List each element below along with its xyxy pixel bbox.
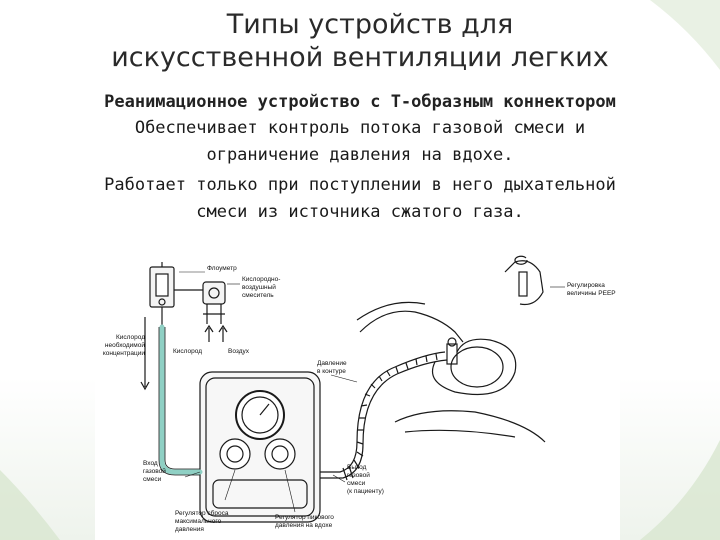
label-pip-1: Регулятор пикового [275, 514, 334, 521]
description-line-3: Работает только при поступлении в него д… [104, 175, 616, 195]
label-oxygen-needed-3: концентрации [102, 350, 145, 357]
device-subtitle: Реанимационное устройство с Т-образным к… [104, 92, 616, 112]
label-gas-inlet-3: смеси [143, 476, 162, 483]
label-gas-inlet-1: Вход [143, 460, 158, 467]
label-gas-outlet-1: Выход [347, 464, 367, 471]
label-mixer-1: Кислородно- [242, 276, 281, 283]
label-oxygen-needed-1: Кислород [115, 334, 145, 341]
label-circuit-pressure-2: в контуре [317, 368, 346, 375]
label-max-pressure-2: максимального [175, 518, 222, 525]
label-mixer-2: воздушный [242, 284, 276, 291]
label-flowmeter: Флоуметр [207, 265, 237, 272]
label-peep-1: Регулировка [567, 282, 605, 289]
description-line-1: Обеспечивает контроль потока газовой сме… [134, 118, 586, 138]
label-max-pressure-3: давления [175, 526, 204, 533]
description-line-2: ограничение давления на вдохе. [206, 145, 514, 165]
label-gas-outlet-4: (к пациенту) [347, 488, 384, 495]
diagram-drawing [140, 255, 565, 523]
label-circuit-pressure-1: Давление [317, 360, 347, 367]
label-oxygen-needed-2: необходимой [104, 342, 145, 349]
label-gas-outlet-2: газовой [347, 472, 370, 479]
t-piece-resuscitator-diagram: Флоуметр Кислородно- воздушный смеситель… [95, 232, 620, 540]
label-gas-outlet-3: смеси [347, 480, 366, 487]
label-gas-inlet-2: газовой [143, 468, 166, 475]
slide-title-line-2: искусственной вентиляции легких [111, 42, 609, 73]
description-line-4: смеси из источника сжатого газа. [196, 202, 524, 222]
slide-title-line-1: Типы устройств для [226, 9, 514, 40]
label-peep-2: величины PEEP [567, 290, 616, 297]
label-max-pressure-1: Регулятор сброса [175, 510, 229, 517]
label-air: Воздух [228, 348, 250, 355]
label-oxygen: Кислород [173, 348, 203, 355]
label-pip-2: давления на вдохе [275, 522, 333, 529]
label-mixer-3: смеситель [242, 292, 274, 299]
